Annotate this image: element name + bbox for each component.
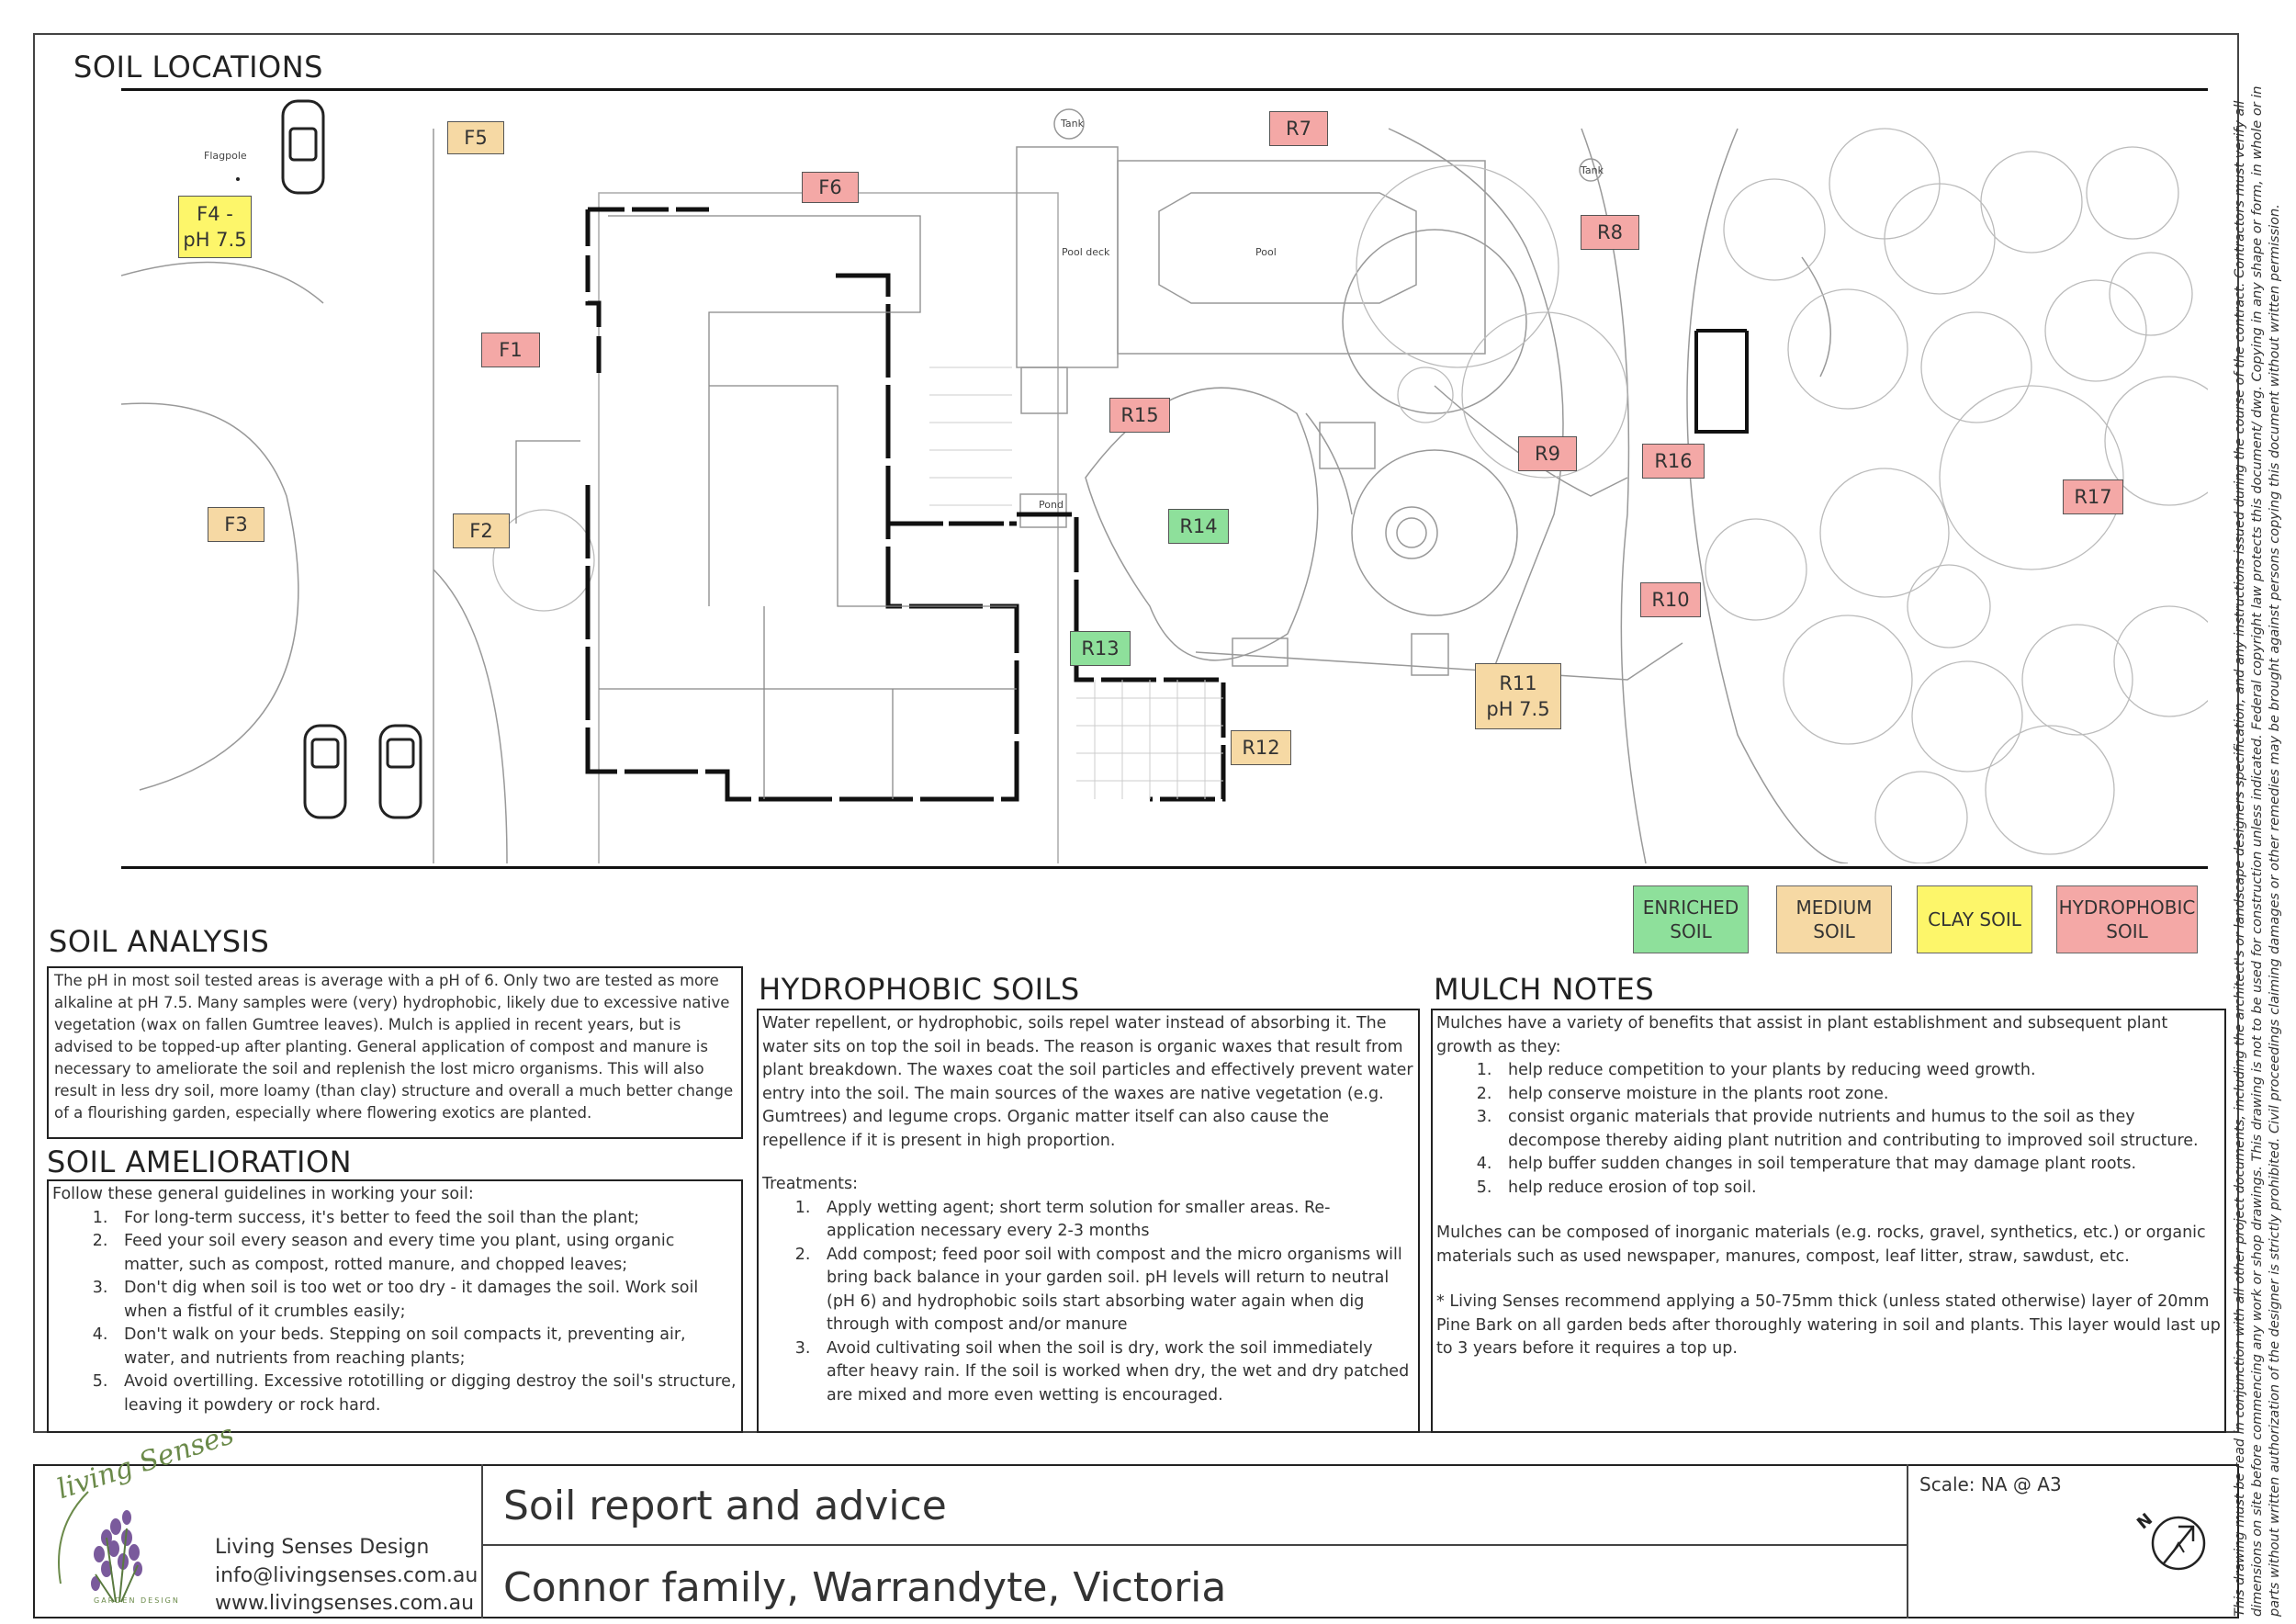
tank-label: Tank [1061,118,1084,130]
soil-tag-r7: R7 [1269,111,1328,146]
amelioration-intro: Follow these general guidelines in worki… [52,1185,474,1203]
hydrophobic-title: HYDROPHOBIC SOILS [759,972,1080,1007]
legend-clay: CLAY SOIL [1917,885,2032,953]
treatment-item: Add compost; feed poor soil with compost… [816,1244,1414,1337]
soil-analysis-box: The pH in most soil tested areas is aver… [47,966,743,1139]
soil-tag-r10: R10 [1640,582,1701,617]
mulch-composition: Mulches can be composed of inorganic mat… [1436,1224,2206,1266]
mulch-list: help reduce competition to your plants b… [1436,1059,2221,1200]
lavender-logo [58,1491,142,1603]
soil-tag-r16: R16 [1642,444,1705,479]
soil-amelioration-box: Follow these general guidelines in worki… [47,1179,743,1433]
soil-analysis-title: SOIL ANALYSIS [49,924,270,959]
treatments-list: Apply wetting agent; short term solution… [762,1197,1414,1408]
soil-tag-r8: R8 [1581,215,1639,250]
soil-tag-r15: R15 [1109,398,1170,433]
tank-label-2: Tank [1581,164,1604,176]
logo-subtext: GARDEN DESIGN [94,1596,180,1605]
legend-medium: MEDIUM SOIL [1776,885,1892,953]
amelioration-item: Don't dig when soil is too wet or too dr… [113,1277,737,1324]
flagpole-marker [236,177,240,181]
pool-label: Pool [1255,246,1277,258]
company-email: info@livingsenses.com.au [215,1564,478,1587]
mulch-recommendation: * Living Senses recommend applying a 50-… [1436,1292,2221,1358]
site-plan [121,99,2208,863]
amelioration-list: For long-term success, it's better to fe… [52,1207,737,1418]
soil-amelioration-title: SOIL AMELIORATION [47,1145,353,1179]
title-divider-3 [481,1544,1907,1546]
copyright-note: This drawing must be read in conjunction… [2233,85,2282,1618]
amelioration-item: For long-term success, it's better to fe… [113,1207,737,1231]
title-block [33,1464,2239,1618]
treatments-label: Treatments: [762,1175,859,1193]
soil-tag-r13: R13 [1070,631,1131,666]
legend-hydrophobic: HYDROPHOBIC SOIL [2056,885,2198,953]
project-title: Soil report and advice [503,1483,947,1529]
soil-tag-f1: F1 [481,333,540,367]
soil-tag-r12: R12 [1231,730,1291,765]
pool-deck-label: Pool deck [1062,246,1110,258]
plan-title: SOIL LOCATIONS [73,50,323,85]
treatment-item: Apply wetting agent; short term solution… [816,1197,1414,1244]
title-divider-1 [481,1464,483,1618]
title-divider-2 [1907,1464,1908,1618]
amelioration-item: Feed your soil every season and every ti… [113,1230,737,1277]
company-name: Living Senses Design [215,1536,430,1559]
amelioration-item: Don't walk on your beds. Stepping on soi… [113,1324,737,1370]
mulch-item: help buffer sudden changes in soil tempe… [1497,1153,2221,1177]
mulch-title: MULCH NOTES [1434,972,1655,1007]
mulch-item: consist organic materials that provide n… [1497,1106,2221,1153]
north-arrow-icon [2151,1516,2206,1571]
flagpole-label: Flagpole [204,150,247,162]
soil-tag-f2: F2 [453,513,510,548]
soil-tag-f5: F5 [447,121,504,154]
mulch-item: help conserve moisture in the plants roo… [1497,1083,2221,1107]
soil-tag-r14: R14 [1168,509,1229,544]
plan-top-rule [121,88,2208,91]
amelioration-item: Avoid overtilling. Excessive rototilling… [113,1370,737,1417]
soil-tag-f6: F6 [802,172,859,203]
soil-tag-r17: R17 [2063,479,2123,514]
soil-tag-r11: R11 pH 7.5 [1475,663,1561,729]
company-web: www.livingsenses.com.au [215,1592,475,1615]
mulch-box: Mulches have a variety of benefits that … [1431,1009,2226,1433]
hydrophobic-box: Water repellent, or hydrophobic, soils r… [757,1009,1420,1433]
mulch-intro: Mulches have a variety of benefits that … [1436,1014,2168,1056]
soil-tag-r9: R9 [1518,436,1577,471]
scale-label: Scale: NA @ A3 [1919,1473,2062,1495]
hydrophobic-text: Water repellent, or hydrophobic, soils r… [762,1014,1413,1150]
client-name: Connor family, Warrandyte, Victoria [503,1564,1227,1611]
mulch-item: help reduce erosion of top soil. [1497,1177,2221,1201]
soil-tag-f3: F3 [208,507,264,542]
soil-analysis-text: The pH in most soil tested areas is aver… [54,972,734,1122]
treatment-item: Avoid cultivating soil when the soil is … [816,1337,1414,1408]
plan-bottom-rule [121,866,2208,869]
pond-label: Pond [1039,499,1064,511]
mulch-item: help reduce competition to your plants b… [1497,1059,2221,1083]
soil-tag-f4: F4 - pH 7.5 [178,196,252,258]
legend-enriched: ENRICHED SOIL [1633,885,1749,953]
